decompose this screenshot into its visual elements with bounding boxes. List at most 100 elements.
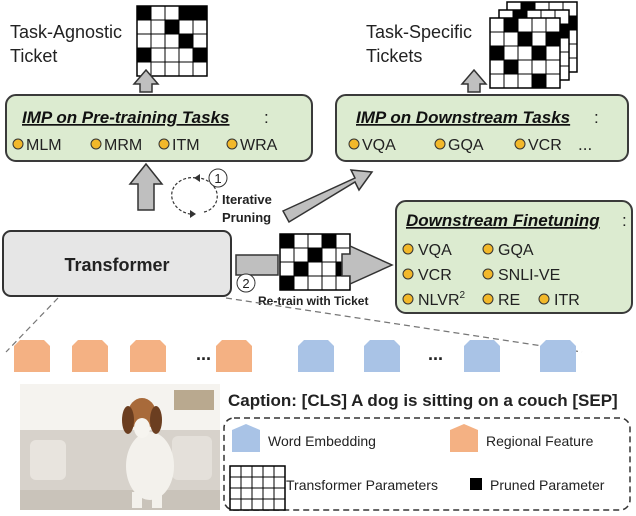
task-label: GQA: [448, 137, 484, 154]
specific-grid-front: [489, 17, 561, 89]
svg-text:Tickets: Tickets: [366, 46, 422, 66]
task-bullet: [402, 243, 414, 255]
task-label: MRM: [104, 137, 142, 154]
regional-token-3: [130, 340, 166, 372]
retrain-grid: [279, 233, 351, 291]
transformer-label: Transformer: [64, 255, 169, 275]
svg-text:Task-Agnostic: Task-Agnostic: [10, 22, 122, 42]
task-label: RE: [498, 292, 520, 309]
retrain-ticket-grid: [279, 233, 351, 291]
pruned-cell: [294, 262, 308, 276]
pruned-cell: [532, 74, 546, 88]
task-label: MLM: [26, 137, 62, 154]
down-task-vcr: VCR: [514, 137, 562, 154]
pruned-cell: [137, 48, 151, 62]
svg-text:Ticket: Ticket: [10, 46, 57, 66]
diagonal-arrow: [281, 169, 374, 224]
agnostic-ticket-grid: [136, 5, 208, 77]
task-bullet: [538, 293, 550, 305]
iterative-label-line1: Iterative: [222, 192, 272, 207]
legend-regional-label: Regional Feature: [486, 433, 594, 449]
step-one-number: 1: [214, 171, 221, 186]
nlvr-superscript: 2: [460, 290, 466, 301]
agnostic-ticket-label: Task-Agnostic Ticket: [10, 22, 122, 66]
dog-photo: [20, 384, 220, 510]
agnostic-grid: [136, 5, 208, 77]
up-arrow-agnostic: [132, 68, 160, 93]
up-arrow-specific: [460, 68, 488, 93]
finetuning-task-list: VQA GQA VCR SNLI-VE NLVR2 RE ITR: [402, 242, 580, 309]
task-label: ITR: [554, 292, 580, 309]
legend-word-label: Word Embedding: [268, 433, 376, 449]
pre-task-itm: ITM: [158, 137, 200, 154]
right-dashed-line: [225, 297, 583, 353]
task-label: VQA: [418, 242, 452, 259]
legend-params-grid: [229, 465, 286, 511]
ft-task-re: RE: [482, 292, 520, 309]
task-label: ITM: [172, 137, 200, 154]
token-ellipsis-left: ...: [196, 344, 211, 364]
specific-ticket-label: Task-Specific Tickets: [366, 22, 472, 66]
word-token-1: [298, 340, 334, 372]
pruned-cell: [308, 248, 322, 262]
pruned-cell: [322, 234, 336, 248]
step-one-badge: [208, 168, 228, 188]
task-label: WRA: [240, 137, 278, 154]
pretraining-title: IMP on Pre-training Tasks: [22, 108, 230, 127]
pre-task-mlm: MLM: [12, 137, 62, 154]
legend-grid: [229, 465, 286, 511]
task-bullet: [434, 138, 446, 150]
downstream-ellipsis: ...: [578, 135, 592, 154]
task-bullet: [402, 268, 414, 280]
pruned-cell: [193, 6, 207, 20]
pruned-cell: [490, 46, 504, 60]
downstream-title: IMP on Downstream Tasks: [356, 108, 570, 127]
up-arrow-transformer: [128, 162, 164, 211]
left-dashed-line: [5, 297, 59, 353]
regional-token-4: [216, 340, 252, 372]
retrain-arrow-shaft: [235, 254, 279, 276]
ft-task-vcr: VCR: [402, 267, 452, 284]
task-bullet: [158, 138, 170, 150]
regional-token-1: [14, 340, 50, 372]
task-bullet: [482, 243, 494, 255]
finetuning-title: Downstream Finetuning: [406, 211, 600, 230]
iterative-label-line2: Pruning: [222, 210, 271, 225]
pruned-cell: [280, 276, 294, 290]
pruned-cell: [280, 234, 294, 248]
task-bullet: [482, 268, 494, 280]
task-label: NLVR2: [418, 290, 466, 309]
task-label: VCR: [528, 137, 562, 154]
legend-pruned-swatch: [470, 478, 482, 490]
task-bullet: [12, 138, 24, 150]
down-task-vqa: VQA: [348, 137, 396, 154]
finetuning-box: [395, 200, 633, 314]
ft-task-snlive: SNLI-VE: [482, 267, 560, 284]
pre-task-wra: WRA: [226, 137, 278, 154]
retrain-arrow-head: [341, 244, 394, 286]
retrain-label: Re-train with Ticket: [258, 294, 368, 308]
legend-regional-swatch: [450, 424, 478, 452]
pruned-cell: [165, 20, 179, 34]
legend-box: [223, 417, 631, 511]
regional-token-2: [72, 340, 108, 372]
task-bullet: [90, 138, 102, 150]
legend-pruned-label: Pruned Parameter: [490, 477, 605, 493]
step-two-badge: [236, 273, 256, 293]
pruned-cell: [532, 46, 546, 60]
svg-text:Task-Specific: Task-Specific: [366, 22, 472, 42]
task-label: VQA: [362, 137, 396, 154]
downstream-colon: :: [594, 108, 599, 127]
pruned-cell: [179, 6, 193, 20]
task-bullet: [514, 138, 526, 150]
legend-word-swatch: [232, 424, 260, 452]
transformer-box: [2, 230, 232, 297]
pruned-cell: [518, 32, 532, 46]
ft-task-gqa: GQA: [482, 242, 534, 259]
step-two-number: 2: [242, 276, 249, 291]
specific-ticket-grids: [489, 1, 578, 89]
caption-text: Caption: [CLS] A dog is sitting on a cou…: [228, 391, 618, 410]
task-bullet: [348, 138, 360, 150]
word-token-4: [540, 340, 576, 372]
